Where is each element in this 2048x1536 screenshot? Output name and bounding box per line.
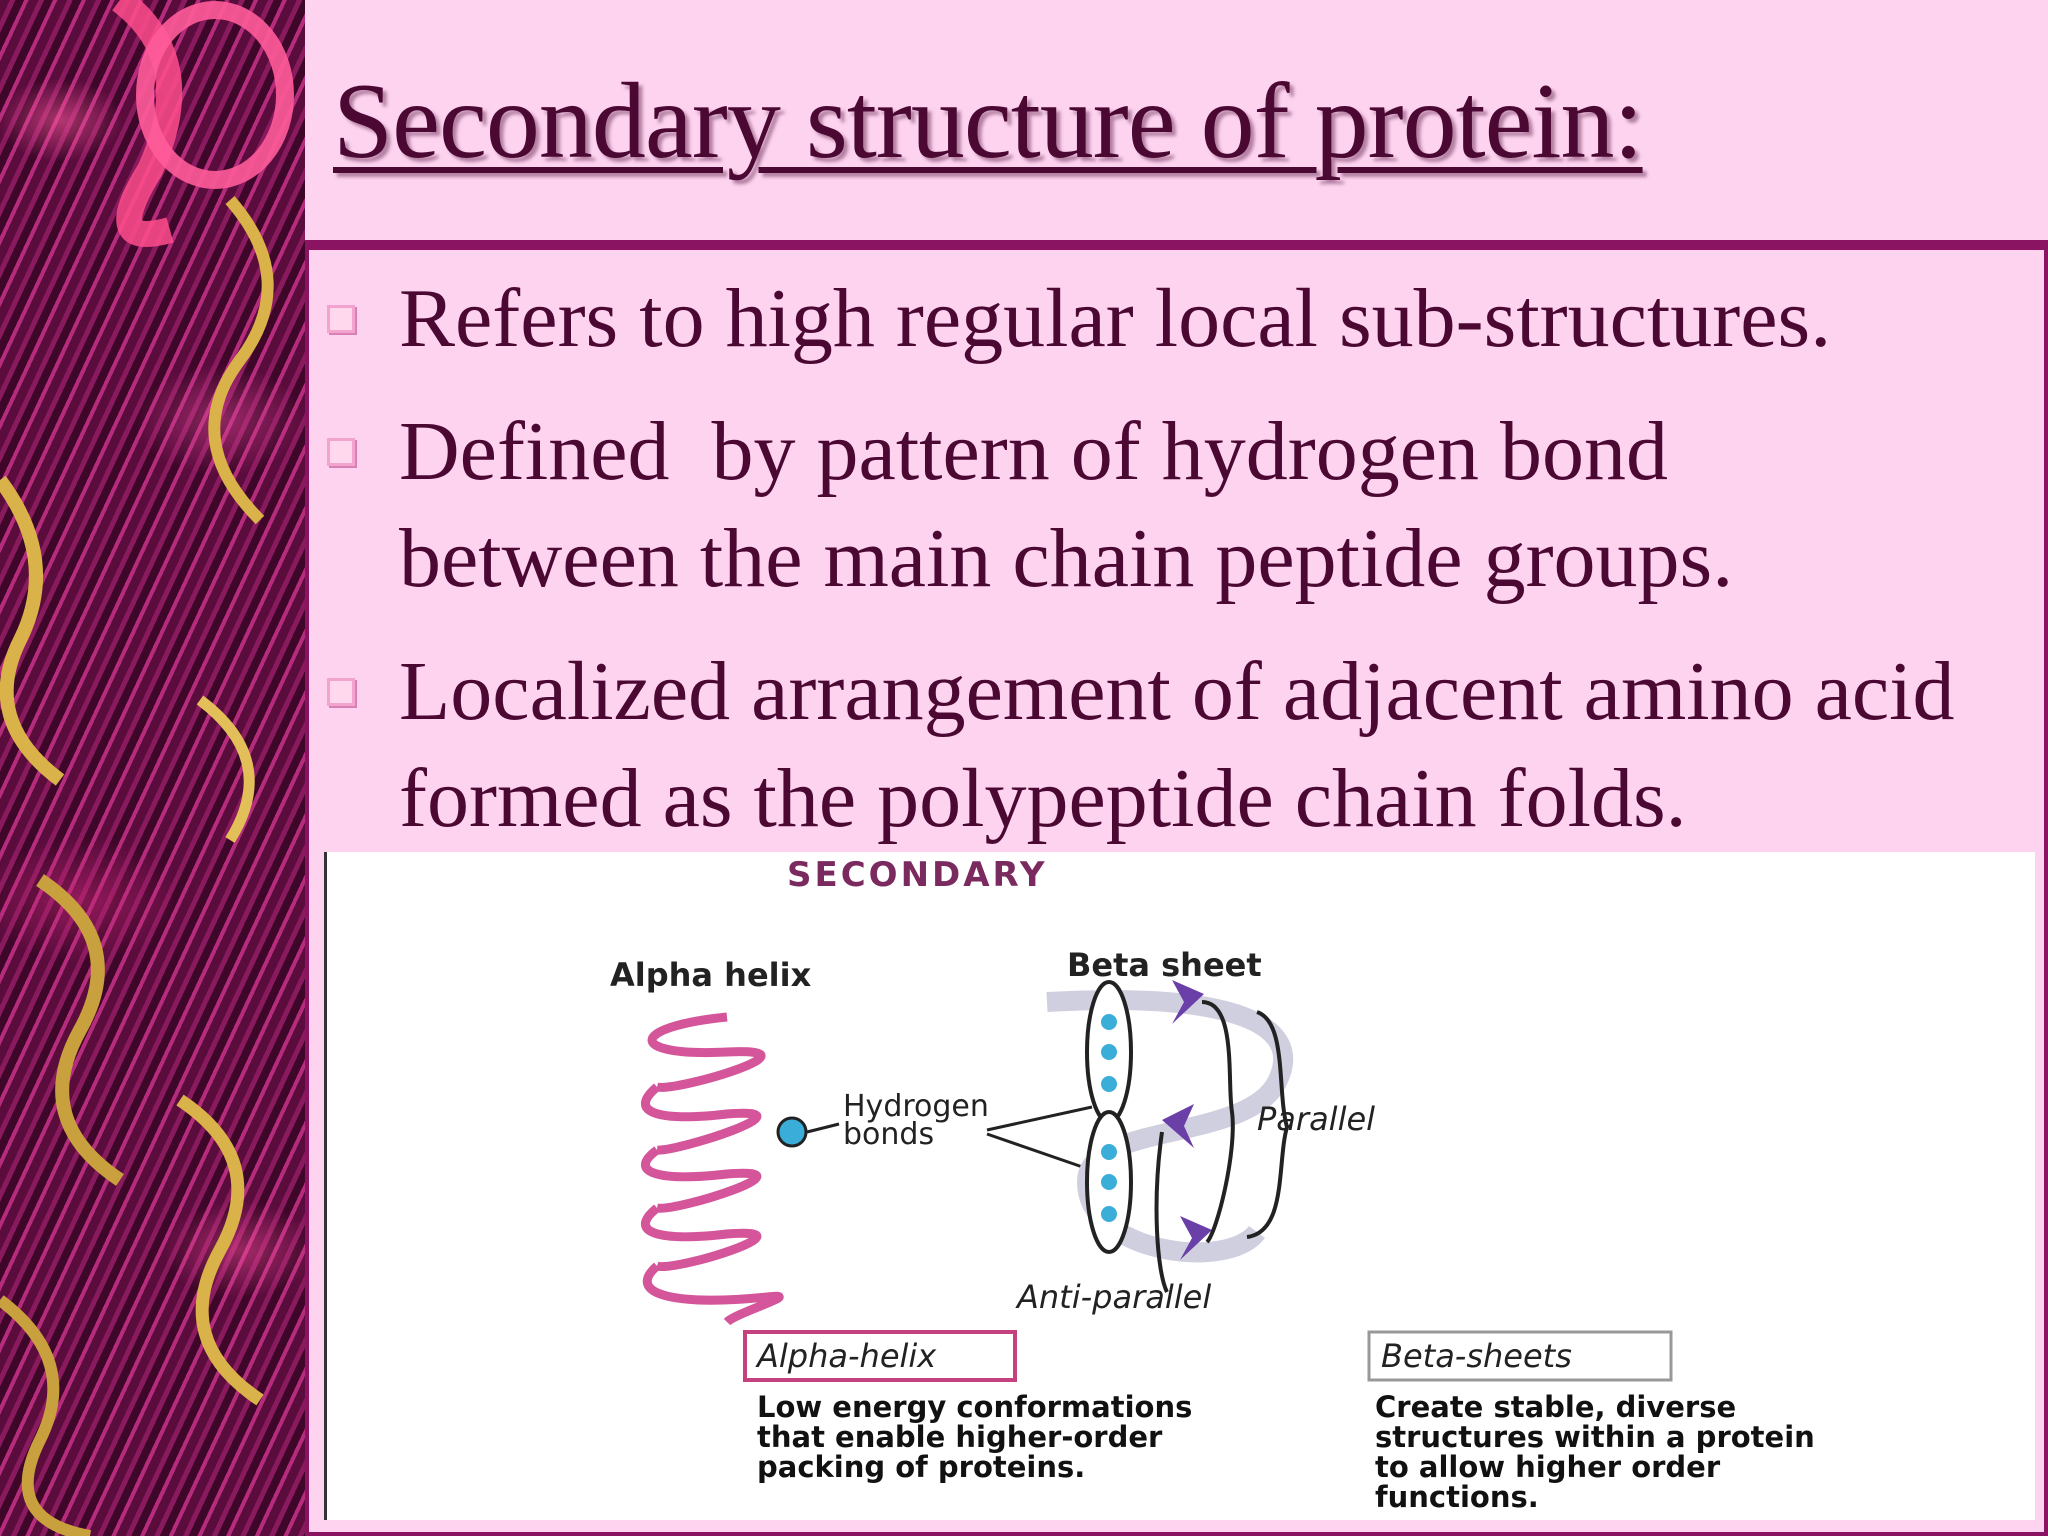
parallel-bracket: [1246, 1010, 1290, 1239]
diagram-graphic: SECONDARY Alpha helix Beta sheet Hydroge…: [610, 855, 1815, 1514]
alpha-helix-box: [743, 1330, 1017, 1382]
alpha-desc-line: Low energy conformations: [757, 1390, 1192, 1424]
hydrogen-label-line2: bonds: [843, 1117, 934, 1152]
bullet-text: Defined by pattern of hydrogen bond betw…: [399, 405, 1734, 605]
square-bullet-icon: [327, 438, 355, 466]
slide-title: Secondary structure of protein:: [333, 62, 1644, 181]
square-bullet-icon: [327, 305, 355, 333]
alpha-desc-line: packing of proteins.: [757, 1450, 1085, 1484]
alpha-desc-line: that enable higher-order: [757, 1420, 1163, 1454]
secondary-structure-diagram: SECONDARY Alpha helix Beta sheet Hydroge…: [324, 852, 2035, 1520]
beta-sheet-label: Beta sheet: [1067, 946, 1262, 984]
bullet-item: Defined by pattern of hydrogen bond betw…: [327, 398, 2027, 612]
strand-arrows: [1162, 980, 1212, 1260]
beta-desc-line: functions.: [1375, 1480, 1539, 1514]
beta-sheets-box-title: Beta-sheets: [1381, 1337, 1572, 1375]
parallel-brace: [1201, 1000, 1235, 1244]
beta-desc-line: structures within a protein: [1375, 1420, 1815, 1454]
beta-desc-line: to allow higher order: [1375, 1450, 1721, 1484]
bullet-text: Refers to high regular local sub-structu…: [399, 272, 1832, 365]
content-panel: [305, 240, 2048, 1536]
decorative-ribbons-image: [0, 0, 305, 1536]
hydrogen-bond-dot: [776, 1116, 808, 1148]
beta-sheets-box: [1367, 1330, 1673, 1382]
antiparallel-label: Anti-parallel: [1015, 1278, 1211, 1316]
alpha-helix-icon: [641, 1012, 784, 1326]
beta-desc-line: Create stable, diverse: [1375, 1390, 1736, 1424]
square-bullet-icon: [327, 678, 355, 706]
bullet-text: Localized arrangement of adjacent amino …: [399, 645, 1976, 845]
hydrogen-label-line1: Hydrogen: [843, 1089, 989, 1124]
ribbon-curls-graphic: [0, 0, 294, 1536]
beta-strand-paths: [1046, 990, 1294, 1263]
alpha-helix-label: Alpha helix: [610, 956, 812, 994]
diagram-heading: SECONDARY: [787, 855, 1048, 895]
parallel-label: Parallel: [1257, 1100, 1375, 1138]
alpha-helix-box-title: Alpha-helix: [755, 1337, 937, 1375]
bullet-item: Refers to high regular local sub-structu…: [327, 265, 2027, 372]
bullet-item: Localized arrangement of adjacent amino …: [327, 638, 2027, 852]
antiparallel-pointer: [1154, 1131, 1169, 1293]
hydrogen-bond-pointers: [806, 1105, 1098, 1174]
